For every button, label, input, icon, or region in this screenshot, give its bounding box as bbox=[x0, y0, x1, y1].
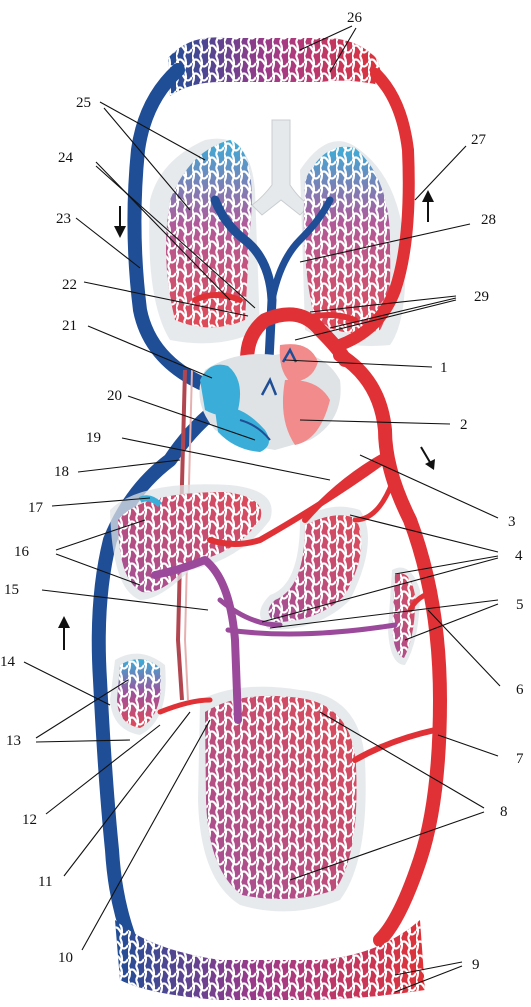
label-5: 5 bbox=[516, 597, 524, 613]
thoracic-duct bbox=[175, 369, 193, 701]
label-3: 3 bbox=[508, 514, 516, 530]
pulmonary-vessels bbox=[192, 195, 358, 385]
arrow-down-left-icon bbox=[114, 206, 126, 238]
lower-body-capillary-bed bbox=[115, 920, 425, 1000]
spleen bbox=[388, 567, 420, 665]
label-24: 24 bbox=[58, 150, 74, 166]
lungs bbox=[149, 119, 406, 346]
label-23: 23 bbox=[56, 211, 71, 227]
label-4: 4 bbox=[515, 548, 523, 564]
label-6: 6 bbox=[516, 682, 524, 698]
arrow-down-right-icon bbox=[420, 446, 435, 470]
right-ventricle bbox=[215, 407, 269, 452]
label-29: 29 bbox=[474, 289, 489, 305]
label-10: 10 bbox=[58, 950, 73, 966]
label-2: 2 bbox=[460, 417, 468, 433]
stomach bbox=[260, 506, 368, 630]
liver bbox=[110, 484, 272, 600]
label-18: 18 bbox=[54, 464, 69, 480]
label-1: 1 bbox=[440, 360, 448, 376]
kidney bbox=[110, 653, 166, 735]
label-13: 13 bbox=[6, 733, 21, 749]
left-lung-capillaries bbox=[166, 140, 252, 328]
systemic-arteries bbox=[240, 68, 447, 947]
leader-lines bbox=[23, 25, 501, 993]
label-11: 11 bbox=[38, 874, 52, 890]
label-16: 16 bbox=[14, 544, 30, 560]
arrow-up-left-icon bbox=[58, 616, 70, 650]
label-12: 12 bbox=[22, 812, 37, 828]
label-27: 27 bbox=[471, 132, 487, 148]
heart bbox=[199, 344, 341, 452]
label-22: 22 bbox=[62, 277, 77, 293]
arrow-up-right-icon bbox=[422, 190, 434, 222]
label-7: 7 bbox=[516, 751, 524, 767]
label-15: 15 bbox=[4, 582, 19, 598]
label-8: 8 bbox=[500, 804, 508, 820]
label-20: 20 bbox=[107, 388, 122, 404]
flow-arrows bbox=[58, 190, 435, 650]
label-21: 21 bbox=[62, 318, 77, 334]
label-26: 26 bbox=[347, 10, 363, 26]
label-25: 25 bbox=[76, 95, 91, 111]
label-28: 28 bbox=[481, 212, 496, 228]
right-lung-capillaries bbox=[303, 146, 391, 334]
label-17: 17 bbox=[28, 500, 44, 516]
upper-body-capillary-bed bbox=[168, 37, 384, 96]
left-ventricle bbox=[282, 379, 330, 445]
labels: 26 25 27 24 23 28 22 29 21 1 20 2 19 18 … bbox=[0, 10, 524, 973]
label-14: 14 bbox=[0, 654, 16, 670]
visceral-arteries bbox=[157, 452, 438, 763]
label-19: 19 bbox=[86, 430, 101, 446]
intestine bbox=[198, 686, 366, 912]
label-9: 9 bbox=[472, 957, 480, 973]
hepatic-portal-system bbox=[151, 556, 398, 724]
systemic-veins bbox=[91, 63, 222, 947]
